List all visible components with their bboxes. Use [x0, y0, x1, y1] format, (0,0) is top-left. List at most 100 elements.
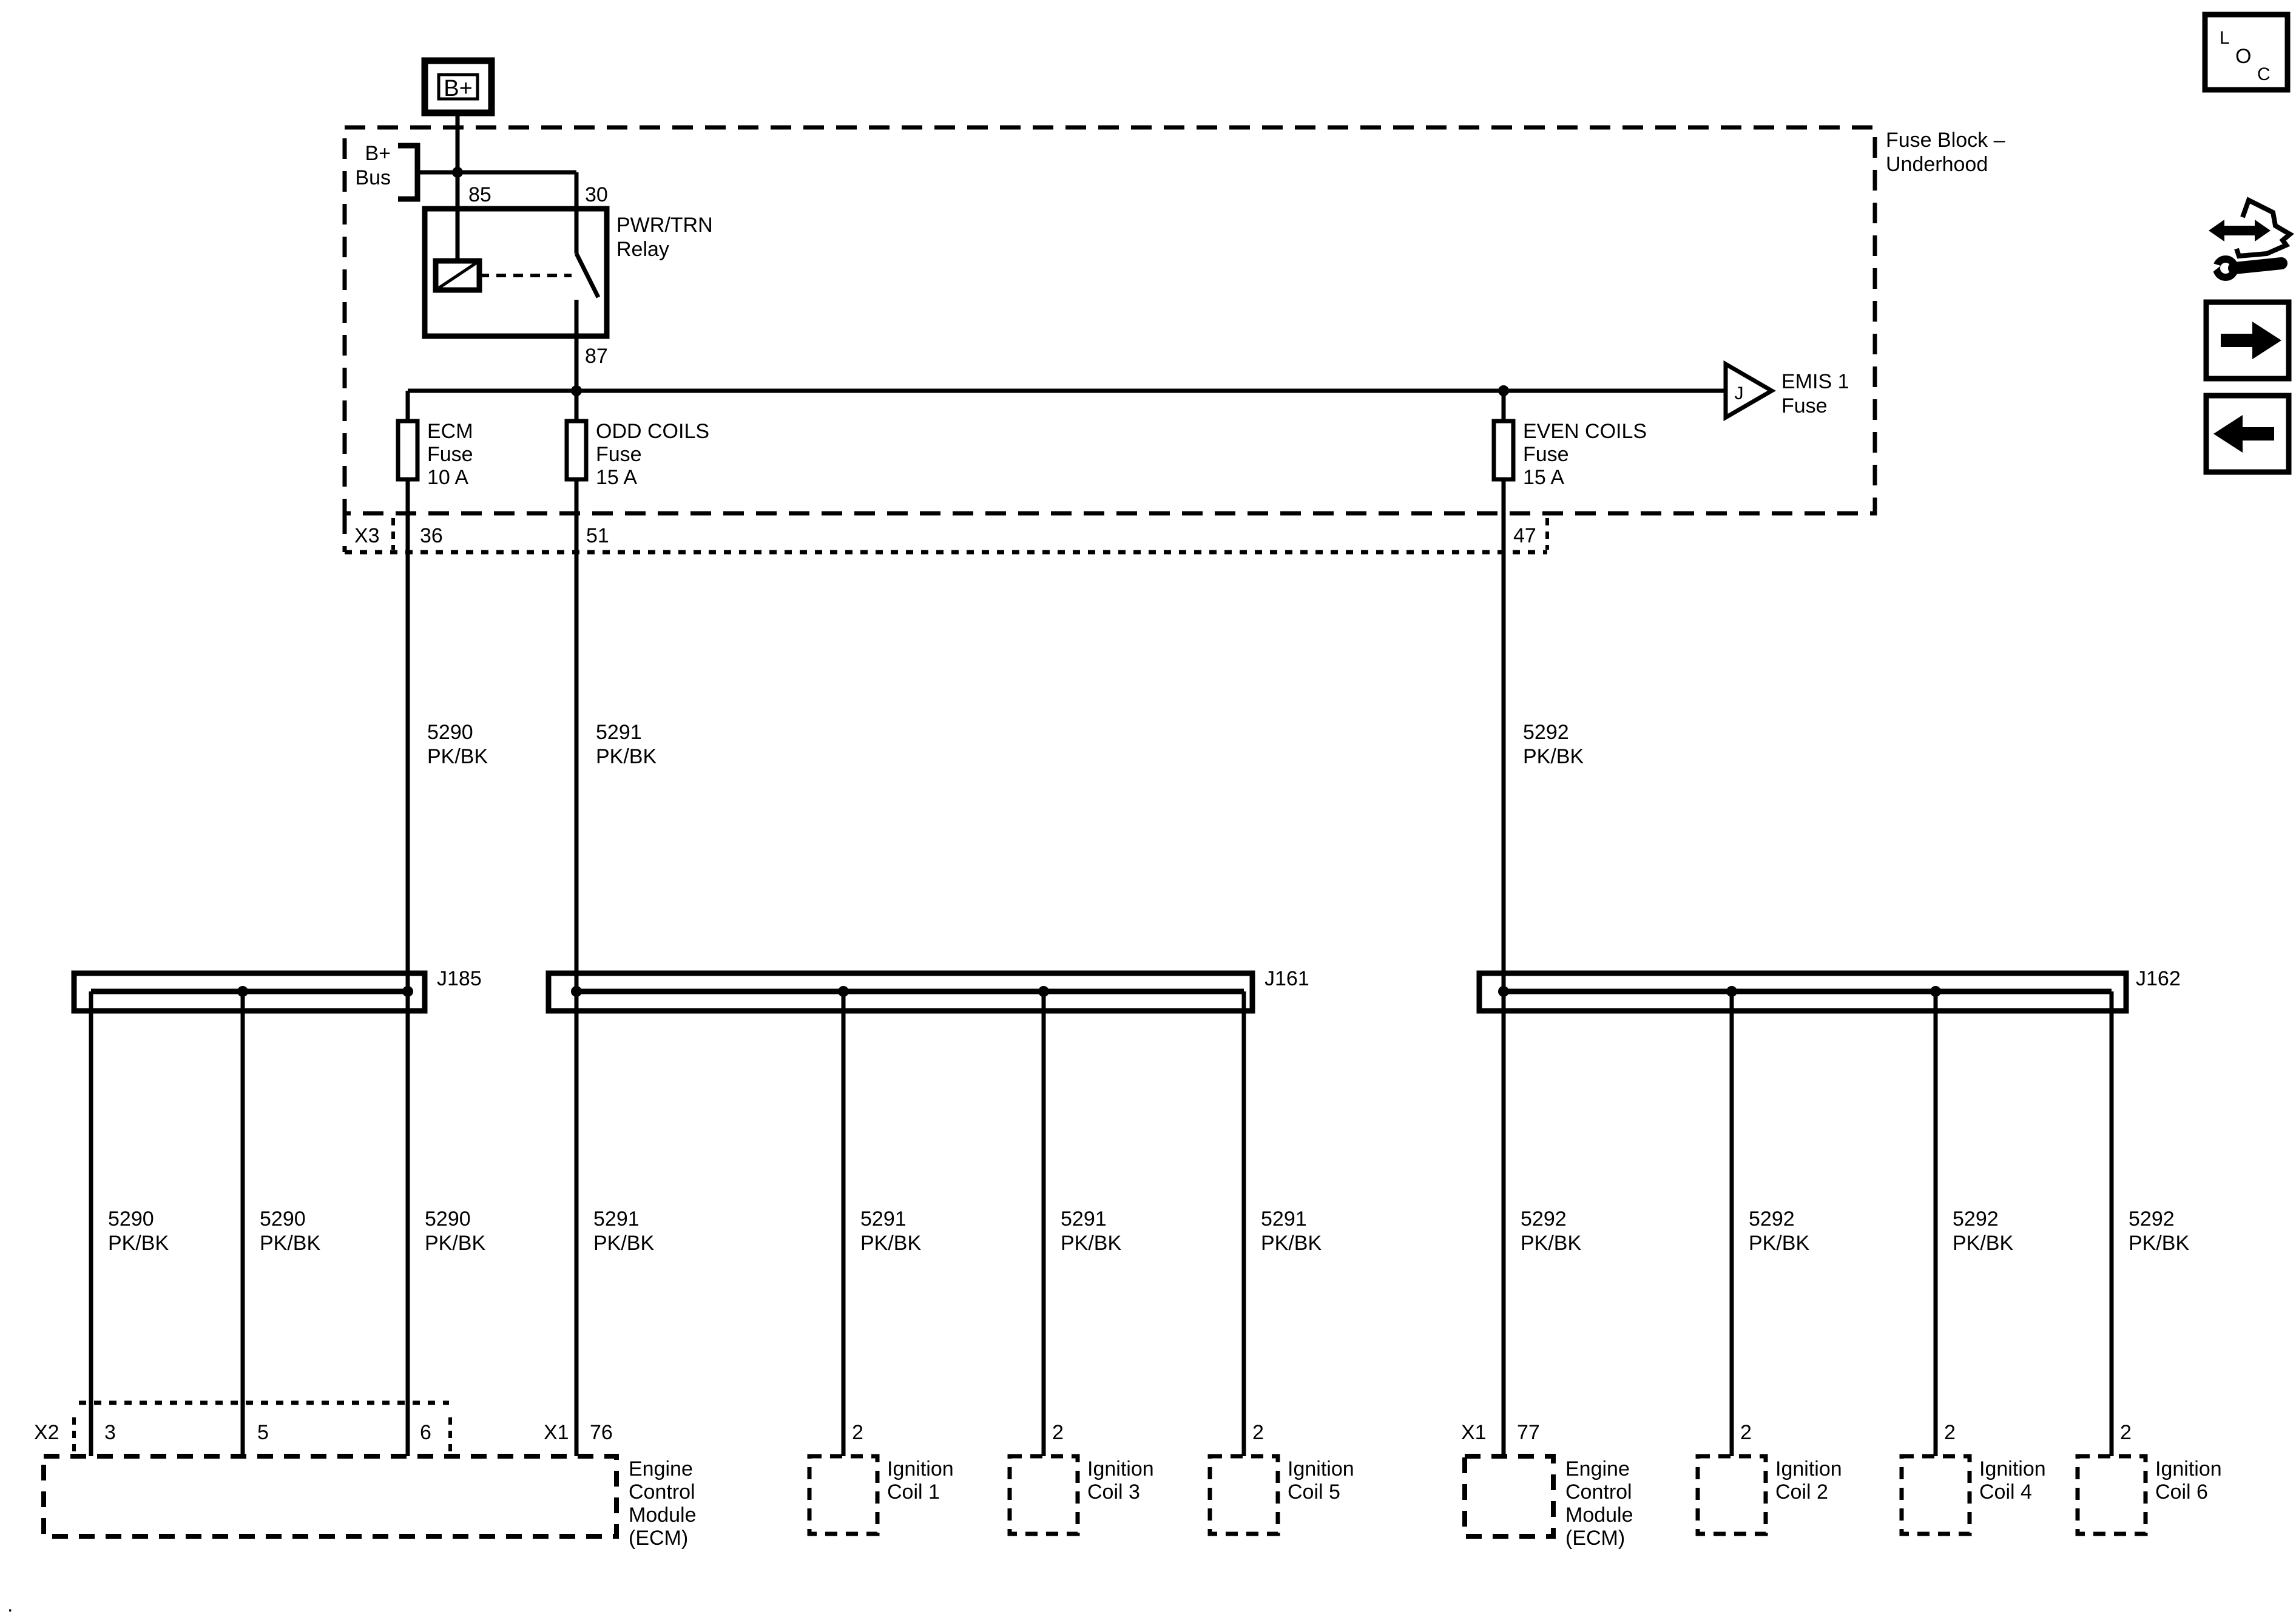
coil2-pin2-label: 2 [1740, 1421, 1752, 1444]
ecm-fuse-rating: 10 A [427, 466, 468, 489]
emis1-offpage-arrow: J EMIS 1 Fuse [1723, 360, 1849, 422]
coil4-pin2-label: 2 [1944, 1421, 1956, 1444]
relay-title-line1: PWR/TRN [616, 214, 713, 237]
wire-label: PK/BK [593, 1232, 654, 1255]
battery-terminal: B+ [421, 57, 495, 116]
wire-label: 5291 [1061, 1207, 1107, 1230]
j185-label: J185 [437, 967, 482, 990]
wire-5291-color: PK/BK [596, 745, 657, 768]
coil6-pin2-label: 2 [2120, 1421, 2132, 1444]
nav-back-border[interactable] [2203, 393, 2292, 475]
nav-forward-border[interactable] [2203, 299, 2292, 382]
relay-pin85-label: 85 [468, 183, 491, 206]
relay-switch-blade [574, 252, 601, 299]
loc-button[interactable]: L O C [2202, 12, 2291, 93]
ecm-right-title-2: Control [1565, 1480, 1632, 1504]
wrench-head-notch [2209, 262, 2221, 274]
odd-fuse-name: ODD COILS [596, 420, 709, 443]
bplus-bus-label-line2: Bus [355, 166, 391, 189]
coil3-title-2: Coil 3 [1087, 1480, 1140, 1504]
loc-letter-c: C [2257, 64, 2271, 84]
ecm-fuse-word: Fuse [427, 443, 473, 466]
wire-label: 5291 [1261, 1207, 1307, 1230]
connector-x3-band: X3 36 51 47 [342, 513, 1549, 555]
coil5-title-1: Ignition [1288, 1457, 1354, 1480]
ecm-left-body [41, 1454, 619, 1539]
wrench-handle [2228, 257, 2288, 274]
odd-fuse-word: Fuse [596, 443, 642, 466]
ignition-coil-5: 2 Ignition Coil 5 [1207, 1421, 1354, 1536]
wire-label: 5291 [593, 1207, 640, 1230]
wire-label: 5290 [260, 1207, 306, 1230]
wire-label: PK/BK [1953, 1232, 2013, 1255]
j161-outline [545, 970, 1255, 1014]
wire-label: 5290 [425, 1207, 471, 1230]
ignition-coil-3: 2 Ignition Coil 3 [1007, 1421, 1154, 1536]
j185-outline [71, 970, 428, 1014]
battery-terminal-inner-box [437, 73, 479, 101]
coil6-title-1: Ignition [2155, 1457, 2222, 1480]
wire-label: PK/BK [425, 1232, 485, 1255]
odd-coils-fuse: ODD COILS Fuse 15 A [564, 391, 709, 552]
loc-button-border[interactable] [2202, 12, 2291, 93]
ecm-left-title-2: Control [629, 1480, 695, 1504]
relay-pin87-label: 87 [585, 345, 608, 368]
even-fuse-name: EVEN COILS [1523, 420, 1647, 443]
ignition-coil-2: 2 Ignition Coil 2 [1695, 1421, 1842, 1536]
loc-letter-o: O [2235, 45, 2251, 68]
ecm-right: X1 77 Engine Control Module (ECM) [1461, 1421, 1633, 1550]
bplus-bus-label-line1: B+ [365, 142, 391, 165]
ecm-pin77-label: 77 [1517, 1421, 1540, 1444]
loc-letter-l: L [2220, 28, 2230, 48]
ecm-right-title-4: (ECM) [1565, 1527, 1625, 1550]
coil3-pin2-label: 2 [1052, 1421, 1064, 1444]
wire-label: PK/BK [860, 1232, 921, 1255]
offpage-triangle-icon [1723, 360, 1776, 422]
splice-pack-j162: J162 [1476, 967, 2181, 1014]
coil1-pin2-label: 2 [852, 1421, 863, 1444]
wire-5290-color: PK/BK [427, 745, 488, 768]
bplus-bus: B+ Bus [355, 142, 458, 202]
bplus-bus-bracket [398, 143, 420, 202]
ecm-pin76-label: 76 [590, 1421, 613, 1444]
wire-label: 5292 [1953, 1207, 1999, 1230]
nav-back-button[interactable] [2203, 393, 2292, 475]
coil1-body [807, 1454, 880, 1536]
coil5-title-2: Coil 5 [1288, 1480, 1340, 1504]
ecm-left: X2 3 5 6 X1 76 Engine Control Module (EC… [34, 1400, 697, 1550]
wire-label: 5290 [108, 1207, 154, 1230]
wire-label: PK/BK [2129, 1232, 2189, 1255]
j162-label: J162 [2136, 967, 2181, 990]
wire-labels-upper: 5290 PK/BK 5291 PK/BK 5292 PK/BK [427, 721, 1584, 768]
wire-label: 5291 [860, 1207, 907, 1230]
ecm-right-title-3: Module [1565, 1504, 1633, 1527]
fuse-block-title-line2: Underhood [1886, 153, 1988, 176]
x2-connector-label: X2 [34, 1421, 59, 1444]
even-fuse-rating: 15 A [1523, 466, 1564, 489]
x3-connector-label: X3 [354, 524, 380, 547]
wire-label: 5292 [2129, 1207, 2175, 1230]
splice-pack-j161: J161 [545, 967, 1309, 1014]
ecm-pin3-label: 3 [104, 1421, 116, 1444]
stray-period-mark: . [7, 1593, 13, 1616]
nav-forward-button[interactable] [2203, 299, 2292, 382]
coil2-title-2: Coil 2 [1775, 1480, 1828, 1504]
ecm-fuse-symbol [396, 419, 420, 482]
ignition-coil-4: 2 Ignition Coil 4 [1899, 1421, 2046, 1536]
relay-pin30-label: 30 [585, 183, 608, 206]
x3-pin51-label: 51 [586, 524, 609, 547]
odd-fuse-symbol [564, 419, 589, 482]
relay-outline [422, 206, 610, 339]
fuse-block-title-line1: Fuse Block – [1886, 129, 2005, 152]
ecm-left-title-3: Module [629, 1504, 697, 1527]
diagnostic-wrench-icon[interactable] [2209, 197, 2294, 281]
coil5-body [1207, 1454, 1280, 1536]
x1-right-connector-label: X1 [1461, 1421, 1487, 1444]
coil3-title-1: Ignition [1087, 1457, 1154, 1480]
coil4-title-2: Coil 4 [1979, 1480, 2032, 1504]
coil1-title-2: Coil 1 [887, 1480, 940, 1504]
coil2-title-1: Ignition [1775, 1457, 1842, 1480]
x3-pin47-label: 47 [1513, 524, 1536, 547]
diagnostic-outline-shape [2234, 197, 2294, 259]
